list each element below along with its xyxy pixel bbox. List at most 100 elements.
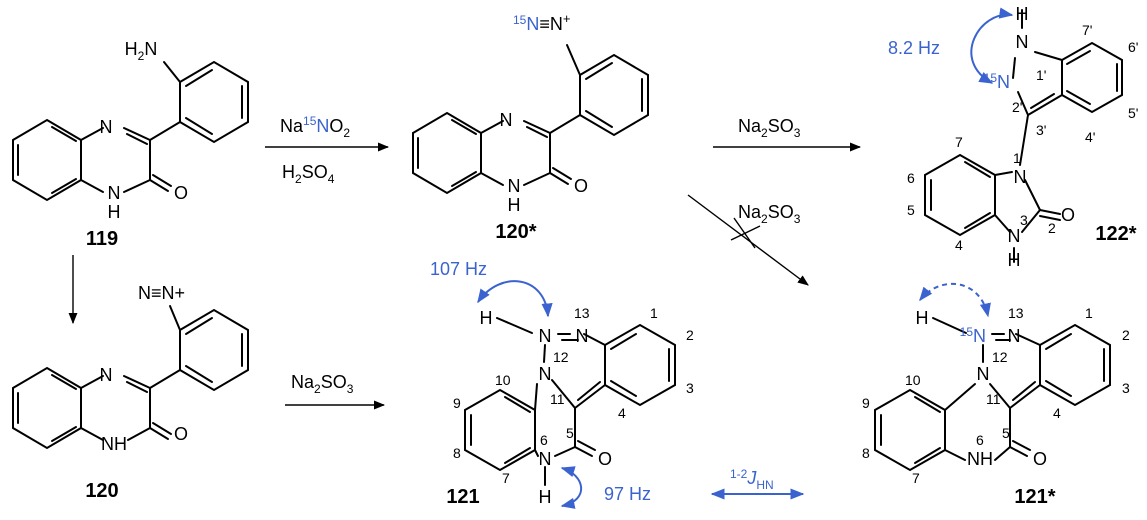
arrow-120star-to-122star: Na2SO3 [713, 116, 862, 152]
locant-2: 2 [1122, 327, 1130, 343]
o-atom: O [574, 176, 588, 196]
locant-3: 3 [1020, 212, 1028, 228]
locant-6p: 6' [1128, 39, 1138, 55]
locant-5: 5 [907, 202, 915, 218]
n12-atom: N [539, 326, 552, 346]
n13-atom: N [1008, 326, 1021, 346]
locant-13: 13 [574, 305, 590, 321]
locant-4: 4 [955, 237, 963, 253]
locant-2: 2 [686, 327, 694, 343]
o-atom: O [1033, 449, 1047, 469]
locant-9: 9 [862, 395, 870, 411]
locant-4: 4 [1053, 405, 1061, 421]
n-atom: N [100, 117, 113, 137]
nh-atom: NH [101, 434, 127, 454]
h3-atom: H [1008, 250, 1021, 270]
locant-5: 5 [1002, 425, 1010, 441]
compound-label: 121* [1014, 486, 1055, 508]
locant-6: 6 [540, 432, 548, 448]
compound-label: 120* [495, 221, 536, 243]
n11-atom: N [539, 364, 552, 384]
reagent-na2so3: Na2SO3 [738, 116, 801, 140]
diazonium-group: N≡N+ [138, 283, 185, 303]
h-atom: H [1016, 4, 1029, 24]
locant-4p: 4' [1085, 129, 1095, 145]
locant-5p: 5' [1128, 105, 1138, 121]
locant-1p: 1' [1036, 67, 1046, 83]
locant-12: 12 [553, 349, 569, 365]
compound-120: N NH O N≡N+ 120 [12, 283, 249, 502]
compound-label: 122* [1095, 223, 1136, 245]
compound-120-star: N N H O 15N≡N+ 120* [412, 11, 649, 243]
compound-119: N N H O H2N 119 [12, 39, 249, 250]
locant-2p: 2' [1012, 99, 1022, 115]
locant-6: 6 [907, 170, 915, 186]
locant-7: 7 [912, 470, 920, 486]
arrow-119-to-120star: Na15NO2 H2SO4 [265, 114, 390, 186]
h-atom: H [480, 308, 493, 328]
o-atom: O [174, 424, 188, 444]
reagent-nano2: Na15NO2 [280, 114, 350, 140]
n12-15n-atom: 15N [960, 325, 986, 346]
locant-1: 1 [1085, 305, 1093, 321]
h-atom: H [916, 308, 929, 328]
locant-7p: 7' [1082, 22, 1092, 38]
compound-label: 119 [86, 228, 118, 250]
arrow-120star-to-121star-blocked: Na2SO3 [687, 194, 809, 286]
o-atom: O [1061, 205, 1075, 225]
h-atom: H [108, 202, 121, 222]
n3-atom: N [1008, 226, 1021, 246]
n13-atom: N [576, 326, 589, 346]
locant-3: 3 [1122, 380, 1130, 396]
locant-13: 13 [1008, 305, 1024, 321]
n-atom: N [100, 365, 113, 385]
coupling-legend-label: 1-2JHN [730, 467, 774, 492]
locant-12: 12 [992, 349, 1008, 365]
coupling-8-2hz: 8.2 Hz [888, 38, 940, 58]
compound-label: 121 [446, 486, 479, 508]
n6-atom: NH [967, 449, 993, 469]
locant-8: 8 [453, 445, 461, 461]
locant-4: 4 [618, 405, 626, 421]
n1p-atom: N [1016, 32, 1029, 52]
locant-1: 1 [650, 305, 658, 321]
locant-9: 9 [453, 395, 461, 411]
locant-10: 10 [905, 372, 921, 388]
arrow-120-to-121: Na2SO3 [285, 372, 386, 410]
o-atom: O [174, 183, 188, 203]
locant-7: 7 [955, 134, 963, 150]
locant-1: 1 [1013, 150, 1021, 166]
locant-6: 6 [976, 432, 984, 448]
locant-3p: 3' [1036, 122, 1046, 138]
n11-atom: N [977, 364, 990, 384]
nh-atom: N [508, 176, 521, 196]
nh2-atom: H2N [125, 39, 158, 63]
o-atom: O [598, 449, 612, 469]
compound-122-star: H N 15N N N H O 7' 6' 5' 4' 1' 2' 3' 1 2… [888, 4, 1138, 270]
locant-5: 5 [566, 425, 574, 441]
reagent-na2so3: Na2SO3 [738, 202, 801, 226]
locant-10: 10 [495, 372, 511, 388]
compound-label: 120 [85, 480, 118, 502]
h-atom: H [508, 195, 521, 215]
locant-3: 3 [686, 380, 694, 396]
coupling-legend: 1-2JHN [710, 467, 805, 500]
reagent-h2so4: H2SO4 [282, 162, 335, 186]
coupling-107hz: 107 Hz [430, 259, 487, 279]
locant-7: 7 [502, 470, 510, 486]
coupling-97hz: 97 Hz [604, 484, 651, 504]
n1-atom: N [1014, 167, 1027, 187]
n-atom: N [500, 110, 513, 130]
n6-atom: N [539, 449, 552, 469]
compound-121: H N N N N H O 13 12 1 2 3 4 10 11 9 8 7 … [430, 259, 694, 509]
locant-2: 2 [1048, 220, 1056, 236]
reagent-na2so3: Na2SO3 [291, 372, 354, 396]
locant-11: 11 [550, 391, 565, 407]
h6-atom: H [539, 487, 552, 507]
diazonium-group: 15N≡N+ [513, 11, 570, 34]
nh-atom: N [108, 183, 121, 203]
compound-121-star: H 15N N N NH O 13 12 1 2 3 4 10 11 9 8 7… [862, 282, 1130, 508]
locant-8: 8 [862, 445, 870, 461]
locant-11: 11 [986, 391, 1001, 407]
